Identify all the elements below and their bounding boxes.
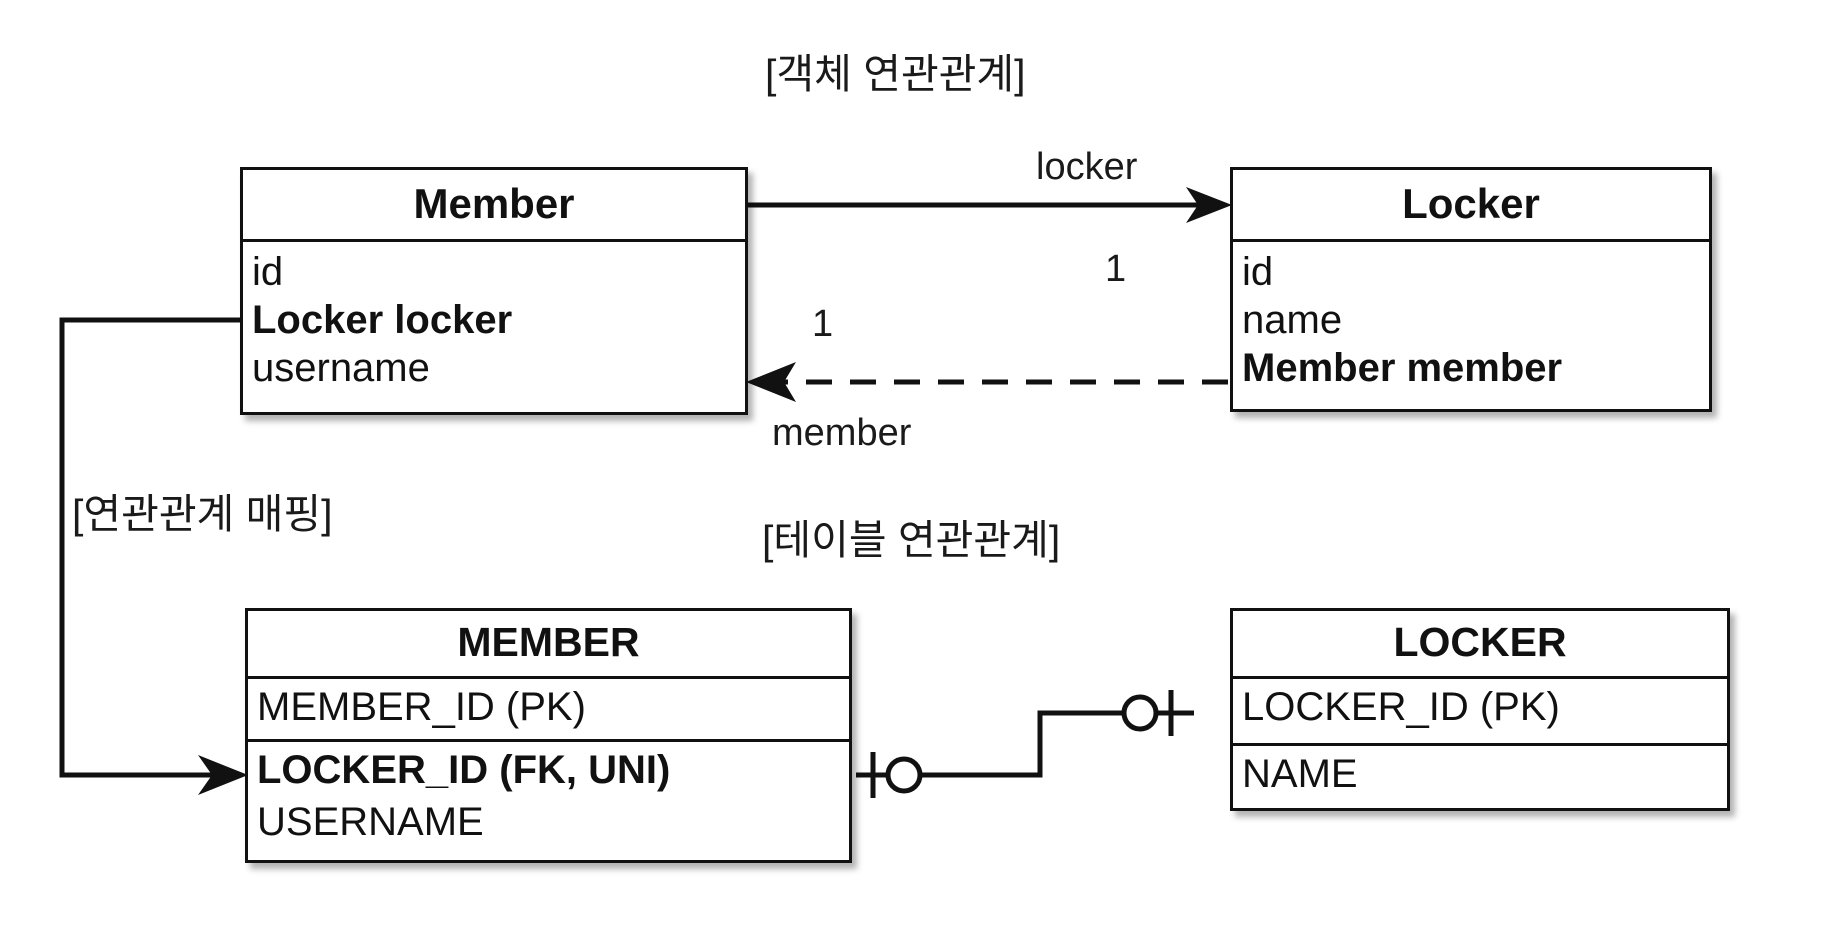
table-box-member-title: MEMBER — [248, 611, 849, 679]
table-column-row: LOCKER_ID (FK, UNI) — [257, 748, 671, 792]
attribute-row: id — [1242, 250, 1274, 294]
table-box-locker[interactable]: LOCKER LOCKER_ID (PK) NAME — [1230, 608, 1730, 811]
caption-object-association: [객체 연관관계] — [765, 51, 1026, 97]
edge-association-mapping — [59, 317, 248, 795]
caption-association-mapping: [연관관계 매핑] — [72, 491, 333, 537]
class-box-locker-attributes: id name Member member — [1233, 242, 1709, 409]
table-column-row: USERNAME — [257, 800, 484, 844]
table-box-member[interactable]: MEMBER MEMBER_ID (PK) LOCKER_ID (FK, UNI… — [245, 608, 852, 863]
caption-table-association: [테이블 연관관계] — [762, 517, 1061, 563]
class-box-locker[interactable]: Locker id name Member member — [1230, 167, 1712, 412]
edge-label-member-role: member — [772, 412, 912, 454]
edge-label-locker-role: locker — [1036, 146, 1138, 188]
class-box-locker-title: Locker — [1233, 170, 1709, 242]
table-column-row: MEMBER_ID (PK) — [257, 685, 586, 729]
attribute-row: Locker locker — [252, 298, 513, 342]
class-box-member-attributes: id Locker locker username — [243, 242, 745, 412]
class-box-member[interactable]: Member id Locker locker username — [240, 167, 748, 415]
table-box-member-pk-compartment: MEMBER_ID (PK) — [248, 679, 849, 739]
table-box-locker-title: LOCKER — [1233, 611, 1727, 679]
table-box-locker-pk-compartment: LOCKER_ID (PK) — [1233, 679, 1727, 743]
edge-locker-to-member — [746, 362, 1228, 402]
class-box-member-title: Member — [243, 170, 745, 242]
attribute-row: name — [1242, 298, 1343, 342]
attribute-row: id — [252, 250, 284, 294]
edge-member-to-locker — [748, 187, 1232, 223]
edge-member-table-to-locker-table — [856, 690, 1194, 798]
attribute-row: username — [252, 346, 430, 390]
table-column-row: NAME — [1242, 752, 1358, 796]
edge-label-member-multiplicity: 1 — [812, 303, 834, 345]
table-box-locker-columns-compartment: NAME — [1233, 743, 1727, 808]
edge-label-locker-multiplicity: 1 — [1105, 248, 1127, 290]
table-box-member-columns-compartment: LOCKER_ID (FK, UNI) USERNAME — [248, 739, 849, 860]
table-column-row: LOCKER_ID (PK) — [1242, 685, 1560, 729]
attribute-row: Member member — [1242, 346, 1563, 390]
